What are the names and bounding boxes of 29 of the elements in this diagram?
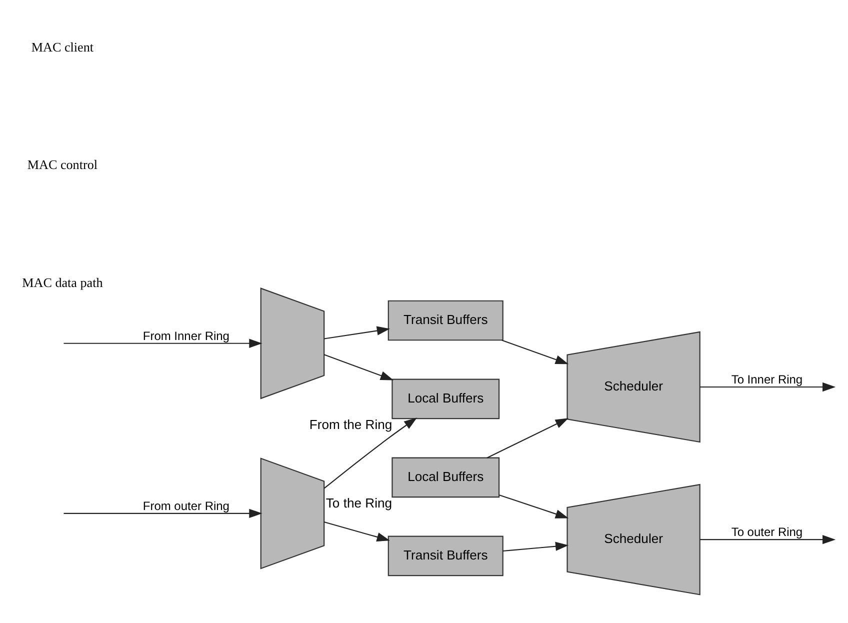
label: MAC client: [30, 39, 94, 54]
edge-label: From Inner Ring: [142, 328, 229, 343]
arrow: [323, 354, 394, 380]
edge-label: To outer Ring: [730, 525, 802, 540]
arrow: [699, 382, 836, 392]
node-label: From the Ring: [308, 417, 392, 432]
arrow: [486, 418, 568, 458]
node-box: Scheduler: [566, 484, 700, 596]
node-box: Local Buffers: [391, 457, 500, 498]
node-label: To the Ring: [325, 496, 392, 511]
arrow: [502, 542, 568, 552]
arrow: [324, 418, 417, 489]
arrow: [63, 508, 262, 518]
edge-label: From outer Ring: [142, 498, 229, 513]
arrow: [501, 340, 568, 364]
arrow: [498, 494, 568, 518]
arrow: [63, 338, 262, 348]
arrow: [699, 535, 836, 544]
arrow: [323, 522, 390, 542]
label: MAC data path: [22, 274, 102, 290]
node-box: Scheduler: [566, 331, 700, 443]
node-trapezoid: [260, 288, 324, 400]
arrow: [324, 326, 390, 340]
edge-label: To Inner Ring: [730, 372, 802, 386]
node-box: Transit Buffers: [387, 300, 503, 341]
label: MAC control: [26, 157, 98, 172]
node-trapezoid: [260, 458, 324, 570]
node-box: Transit Buffers: [387, 536, 503, 576]
node-box: Local Buffers: [391, 378, 500, 420]
